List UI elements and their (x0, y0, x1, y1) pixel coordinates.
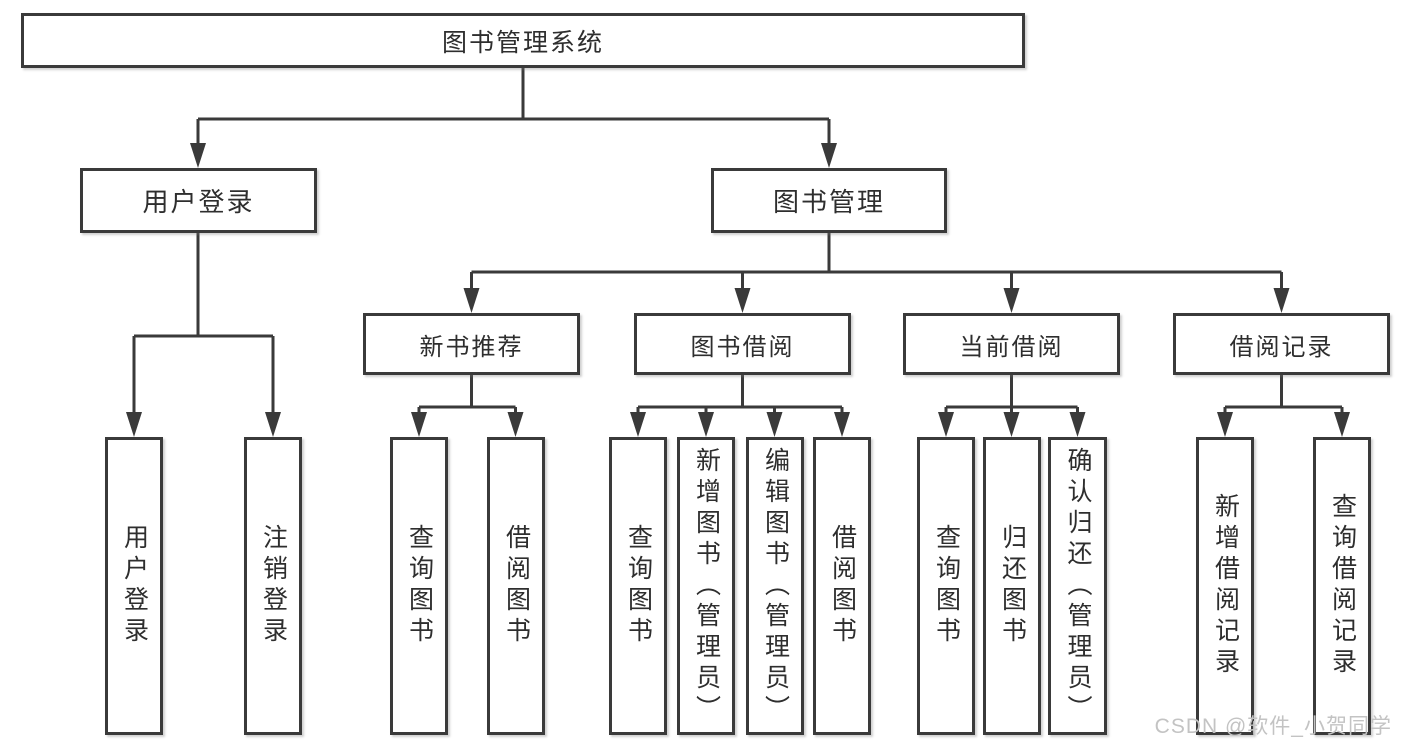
node-label: 用户登录 (142, 187, 255, 217)
node-leaf-borrow-books-recommend: 借阅图书 (487, 437, 545, 735)
node-label: 查询图书 (405, 524, 434, 648)
node-current-borrowing: 当前借阅 (903, 313, 1120, 375)
tree-edges (132, 68, 1344, 413)
node-label: 图书管理 (772, 187, 885, 217)
node-label: 查询图书 (932, 524, 961, 648)
node-book-management: 图书管理 (711, 168, 947, 233)
node-label: 用户登录 (120, 524, 149, 648)
node-label: 归还图书 (998, 524, 1027, 648)
node-leaf-borrow-books: 借阅图书 (813, 437, 871, 735)
node-borrowing-records: 借阅记录 (1173, 313, 1390, 375)
node-label: 当前借阅 (959, 333, 1064, 361)
node-leaf-query-books-current: 查询图书 (917, 437, 975, 735)
node-leaf-return-book: 归还图书 (983, 437, 1041, 735)
node-label: 确认归还（管理员） (1064, 446, 1092, 726)
node-label: 借阅图书 (828, 524, 857, 648)
node-label: 查询图书 (624, 524, 653, 648)
node-label: 新增图书（管理员） (692, 446, 721, 726)
node-new-book-recommendation: 新书推荐 (363, 313, 580, 375)
node-leaf-query-books-recommend: 查询图书 (390, 437, 448, 735)
node-label: 图书借阅 (690, 333, 795, 361)
node-user-login: 用户登录 (80, 168, 317, 233)
node-label: 借阅图书 (502, 524, 531, 648)
node-leaf-user-login: 用户登录 (105, 437, 163, 735)
node-root-library-management-system: 图书管理系统 (21, 13, 1025, 68)
node-leaf-query-borrow-record: 查询借阅记录 (1313, 437, 1371, 735)
node-leaf-confirm-return-admin: 确认归还（管理员） (1048, 437, 1107, 735)
node-label: 新书推荐 (419, 333, 524, 361)
node-leaf-add-book-admin: 新增图书（管理员） (677, 437, 735, 735)
arrowheads (126, 143, 1350, 437)
node-label: 编辑图书（管理员） (761, 446, 790, 726)
node-label: 注销登录 (259, 524, 288, 648)
node-leaf-add-borrow-record: 新增借阅记录 (1196, 437, 1254, 735)
node-leaf-query-books-borrowing: 查询图书 (609, 437, 667, 735)
node-label: 借阅记录 (1229, 333, 1334, 361)
node-book-borrowing: 图书借阅 (634, 313, 851, 375)
node-label: 图书管理系统 (441, 28, 604, 57)
node-leaf-edit-book-admin: 编辑图书（管理员） (746, 437, 804, 735)
node-label: 查询借阅记录 (1328, 493, 1357, 679)
node-label: 新增借阅记录 (1211, 493, 1240, 679)
node-leaf-logout: 注销登录 (244, 437, 302, 735)
